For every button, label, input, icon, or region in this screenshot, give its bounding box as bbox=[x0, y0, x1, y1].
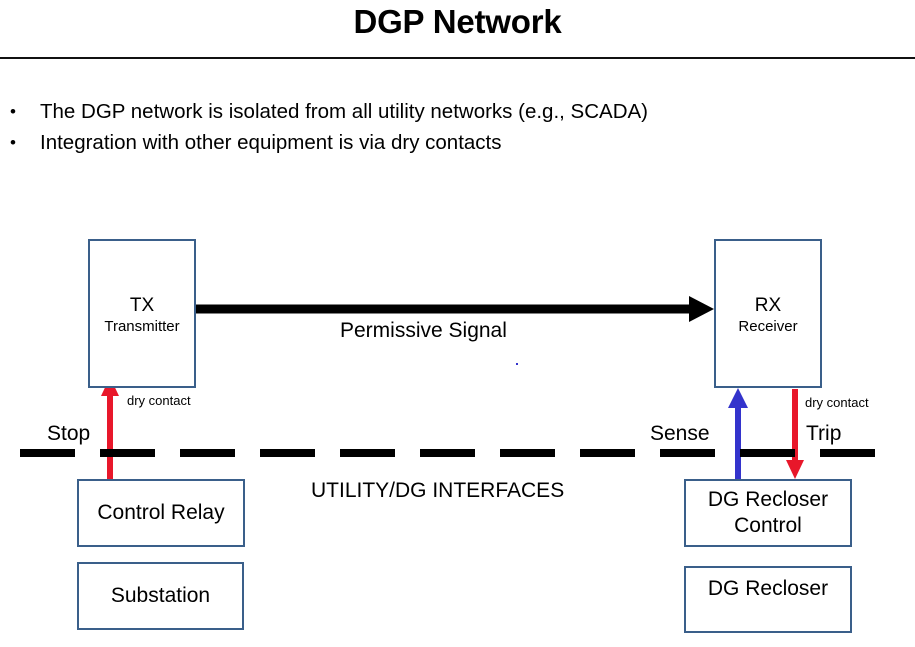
dry-contact-label-left: dry contact bbox=[127, 393, 191, 408]
bullet-marker-icon: • bbox=[10, 133, 16, 152]
trip-arrow bbox=[786, 389, 804, 479]
node-tx[interactable]: TX Transmitter bbox=[88, 239, 196, 388]
node-control-relay[interactable]: Control Relay bbox=[77, 479, 245, 547]
node-dg-recloser-label: DG Recloser bbox=[707, 577, 829, 600]
permissive-signal-label: Permissive Signal bbox=[340, 319, 507, 342]
node-dg-recloser-control-label-2: Control bbox=[734, 514, 802, 537]
utility-dg-interface-line bbox=[20, 449, 892, 457]
node-dg-recloser[interactable]: DG Recloser bbox=[684, 566, 852, 633]
trip-label: Trip bbox=[806, 422, 842, 445]
bullet-marker-icon: • bbox=[10, 102, 16, 121]
node-dg-recloser-control-label-1: DG Recloser bbox=[707, 488, 829, 511]
bullet-text: The DGP network is isolated from all uti… bbox=[40, 100, 648, 123]
dry-contact-label-right: dry contact bbox=[805, 395, 869, 410]
node-rx-subtitle: Receiver bbox=[738, 318, 798, 335]
node-control-relay-label: Control Relay bbox=[97, 501, 225, 524]
page-title: DGP Network bbox=[353, 3, 562, 40]
node-rx[interactable]: RX Receiver bbox=[714, 239, 822, 388]
list-item: • Integration with other equipment is vi… bbox=[0, 127, 900, 158]
node-dg-recloser-control[interactable]: DG Recloser Control bbox=[684, 479, 852, 547]
node-tx-subtitle: Transmitter bbox=[104, 318, 180, 335]
node-substation-label: Substation bbox=[110, 584, 211, 607]
dry-contact-arrow-left bbox=[101, 377, 119, 479]
node-tx-title: TX bbox=[129, 295, 155, 316]
bullet-text: Integration with other equipment is via … bbox=[40, 131, 502, 154]
utility-dg-interface-label: UTILITY/DG INTERFACES bbox=[311, 479, 565, 502]
node-rx-title: RX bbox=[754, 295, 782, 316]
node-substation[interactable]: Substation bbox=[77, 562, 244, 630]
title-divider bbox=[0, 57, 915, 59]
sense-label: Sense bbox=[650, 422, 710, 445]
bullet-list: • The DGP network is isolated from all u… bbox=[0, 96, 900, 158]
stop-label: Stop bbox=[47, 422, 91, 445]
list-item: • The DGP network is isolated from all u… bbox=[0, 96, 900, 127]
sense-arrow bbox=[728, 388, 748, 479]
stray-dot-artifact bbox=[516, 363, 518, 365]
